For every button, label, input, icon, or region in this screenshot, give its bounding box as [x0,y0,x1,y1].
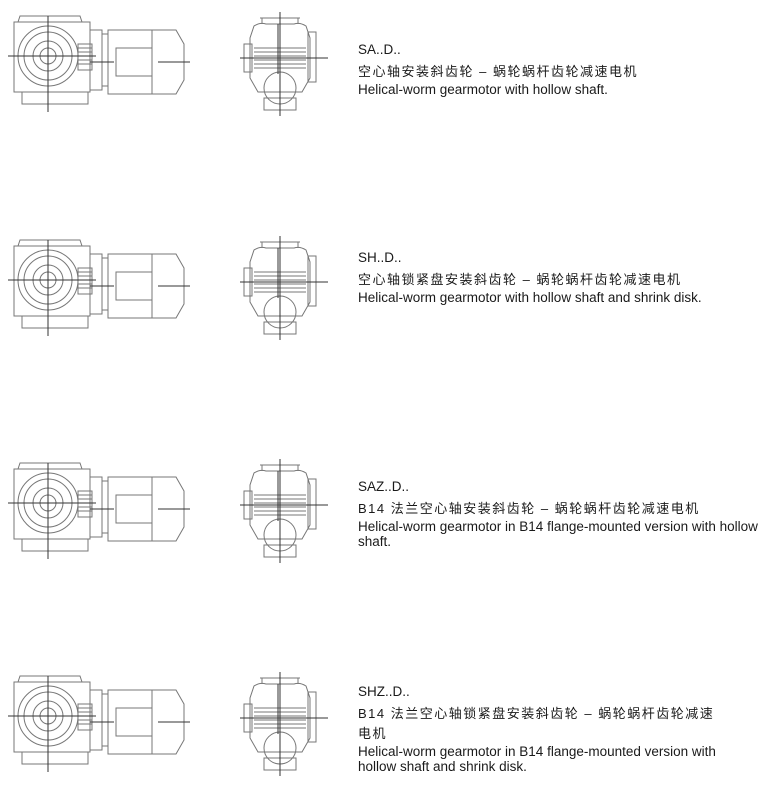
chinese-description: 空心轴锁紧盘安装斜齿轮 – 蜗轮蜗杆齿轮减速电机 [358,272,682,287]
gearmotor-front-view-drawing [240,232,330,342]
product-description: SA..D.. 空心轴安装斜齿轮 – 蜗轮蜗杆齿轮减速电机 Helical-wo… [358,40,768,97]
product-description: SHZ..D.. B14 法兰空心轴锁紧盘安装斜齿轮 – 蜗轮蜗杆齿轮减速电机 … [358,682,728,774]
english-description: Helical-worm gearmotor with hollow shaft… [358,82,608,97]
product-4 [0,668,770,788]
product-code: SHZ..D.. [358,684,410,699]
chinese-description: B14 法兰空心轴安装斜齿轮 – 蜗轮蜗杆齿轮减速电机 [358,501,700,516]
product-code: SH..D.. [358,250,402,265]
gearmotor-front-view-drawing [240,8,330,118]
english-description: Helical-worm gearmotor in B14 flange-mou… [358,519,758,549]
gearmotor-front-view-drawing [240,668,330,778]
chinese-description: B14 法兰空心轴锁紧盘安装斜齿轮 – 蜗轮蜗杆齿轮减速电机 [358,706,715,741]
product-2 [0,232,770,352]
product-1 [0,8,770,128]
gearmotor-side-view-drawing [6,455,193,565]
chinese-description: 空心轴安装斜齿轮 – 蜗轮蜗杆齿轮减速电机 [358,64,638,79]
gearmotor-side-view-drawing [6,232,193,342]
gearmotor-front-view-drawing [240,455,330,565]
english-description: Helical-worm gearmotor in B14 flange-mou… [358,744,716,774]
gearmotor-side-view-drawing [6,668,193,778]
product-code: SAZ..D.. [358,479,410,494]
product-description: SAZ..D.. B14 法兰空心轴安装斜齿轮 – 蜗轮蜗杆齿轮减速电机 Hel… [358,477,768,549]
english-description: Helical-worm gearmotor with hollow shaft… [358,290,702,305]
product-description: SH..D.. 空心轴锁紧盘安装斜齿轮 – 蜗轮蜗杆齿轮减速电机 Helical… [358,248,768,305]
product-code: SA..D.. [358,42,401,57]
gearmotor-side-view-drawing [6,8,193,118]
product-3 [0,455,770,575]
